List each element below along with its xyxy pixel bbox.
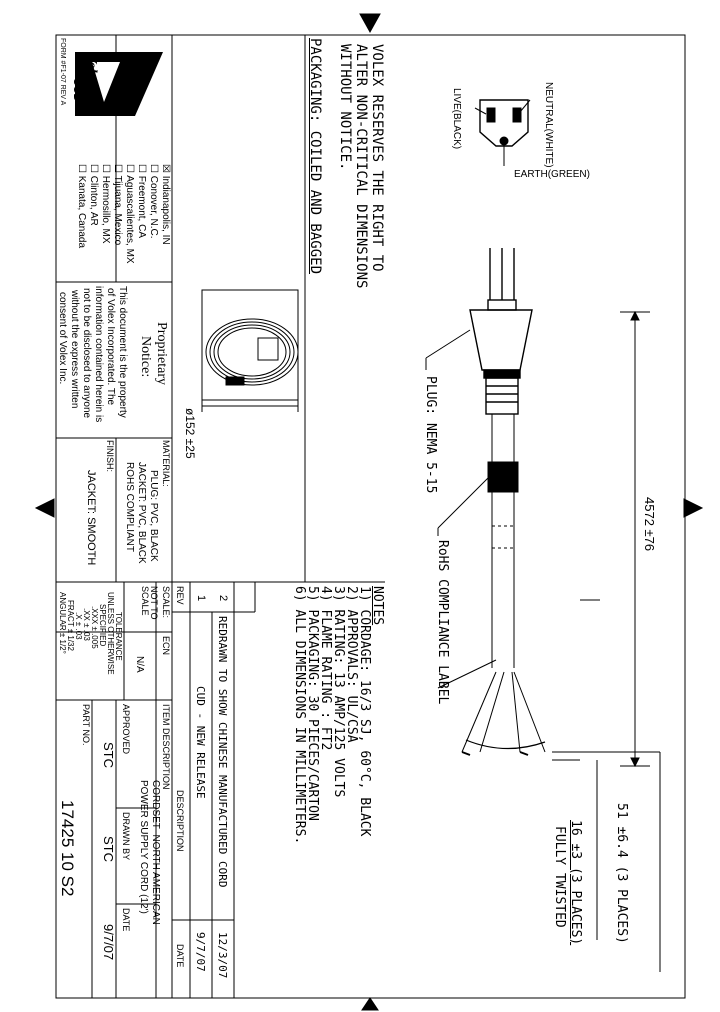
rev-1-description: CUD - NEW RELEASE <box>194 686 207 799</box>
date-value: 9/7/07 <box>101 924 116 961</box>
material-line-3: ROHS COMPLIANT <box>124 462 135 553</box>
finish-label: FINISH: <box>105 440 115 473</box>
approved-value: STC <box>101 742 116 768</box>
proprietary-line-5: without the express written <box>69 290 80 409</box>
tolerance-line-7: FRACT ± 1/32 <box>66 600 75 651</box>
center-mark-right <box>683 498 704 518</box>
center-mark-left <box>34 498 55 518</box>
tolerance-line-8: ANGULAR ± 1/2° <box>58 592 67 654</box>
form-number: FORM #F1-07 REV A <box>59 38 66 106</box>
notice-line-3: WITHOUT NOTICE. <box>337 44 353 171</box>
note-6: 6) ALL DIMENSIONS IN MILLIMETERS. <box>292 586 307 845</box>
location-2: ☐ Conover, N.C. <box>148 164 159 239</box>
note-4: 4) FLAME RATING : FT2 <box>318 586 333 751</box>
date-header: DATE <box>175 944 185 968</box>
overall-length-dim: 4572 ±76 <box>642 497 657 552</box>
rev-header: REV <box>175 586 185 605</box>
item-description-line-1: CORDSET- NORTH AMERICAN <box>150 780 161 925</box>
strip-length-dim: 51 ±6.4 (3 PLACES) <box>614 803 629 944</box>
twist-label: FULLY TWISTED <box>552 826 567 928</box>
power-cord <box>487 414 519 668</box>
rev-1-number: 1 <box>195 595 207 602</box>
conductor-strip-dim: 16 ±3 (3 PLACES) <box>568 820 583 946</box>
ecn-header: ECN <box>161 636 171 656</box>
location-6: ☐ Hermosillo, MX <box>100 164 111 244</box>
rev-1-date: 9/7/07 <box>194 932 207 972</box>
location-8: ☐ Kanata, Canada <box>76 164 87 249</box>
description-header: DESCRIPTION <box>175 790 185 852</box>
scale-label: SCALE: <box>161 586 171 619</box>
center-mark-bottom <box>361 997 379 1011</box>
finish-value: JACKET: SMOOTH <box>85 470 97 566</box>
part-no-value: 17425 10 S2 <box>58 800 77 897</box>
center-mark-top <box>359 13 381 34</box>
material-line-2: JACKET: PVC, BLACK <box>136 462 147 564</box>
sheet-border <box>55 34 686 999</box>
proprietary-line-1: This document is the property <box>117 286 128 418</box>
note-1: 1) CORDAGE: 16/3 SJ, 60°C, BLACK <box>357 586 372 837</box>
note-5: 5) PACKAGING: 30 PIECES/CARTON <box>305 586 320 821</box>
earth-label: EARTH(GREEN) <box>514 169 590 180</box>
tolerance-line-4: .XXX ± .005 <box>90 606 99 649</box>
drawn-by-label: DRAWN BY <box>121 812 131 861</box>
plug-side-view <box>469 248 533 415</box>
approved-label: APPROVED <box>121 704 131 755</box>
fanned-conductors <box>461 671 546 756</box>
packaging-label: PACKAGING: COILED AND BAGGED <box>307 38 323 275</box>
material-line-1: PLUG: PVC, BLACK <box>148 470 159 562</box>
part-no-label: PART NO. <box>81 704 91 746</box>
proprietary-line-3: information contained herein is <box>93 286 104 423</box>
ecn-value: N/A <box>134 656 145 673</box>
brand-name: Volex <box>84 54 99 86</box>
tolerance-line-2: UNLESS OTHERWISE <box>106 592 115 675</box>
live-label: LIVE(BLACK) <box>451 88 462 150</box>
location-5: ☐ Tijuana, Mexico <box>112 164 123 246</box>
item-description-line-2: POWER SUPPLY CORD (12') <box>138 780 149 914</box>
location-1: ☒ Indianapolis, IN <box>160 164 171 245</box>
plug-face <box>479 99 529 147</box>
item-description-label: ITEM DESCRIPTION <box>161 704 171 790</box>
proprietary-line-2: of Volex Incorporated. The <box>105 288 116 406</box>
rohs-label-callout: RoHS COMPLIANCE LABEL <box>435 540 450 705</box>
neutral-label: NEUTRAL(WHITE) <box>543 82 554 168</box>
proprietary-title: Proprietary <box>154 322 169 385</box>
tolerance-line-5: .XX ± .03 <box>82 608 91 641</box>
tolerance-line-6: .X ± .03 <box>74 612 83 640</box>
proprietary-subtitle: Notice: <box>138 336 153 378</box>
location-3: ☐ Freemont, CA <box>136 164 147 238</box>
notes-heading: NOTES <box>370 586 385 626</box>
notice-line-1: VOLEX RESERVES THE RIGHT TO <box>369 44 385 272</box>
notice-line-2: ALTER NON-CRITICAL DIMENSIONS <box>353 44 369 289</box>
division-name: CUD <box>71 78 83 102</box>
rev-2-number: 2 <box>217 595 229 602</box>
rev-2-description: REDRAWN TO SHOW CHINESE MANUFACTURED COR… <box>216 616 229 888</box>
location-4: ☐ Aguascalientes, MX <box>124 164 135 264</box>
note-3: 3) RATING: 13 AMP/125 VOLTS <box>331 586 346 798</box>
rev-2-date: 12/3/07 <box>216 932 229 979</box>
location-7: ☐ Clinton, AR <box>88 164 99 226</box>
coil-diameter-dim: ø152 ±25 <box>183 408 197 459</box>
material-label: MATERIAL: <box>161 440 171 487</box>
scale-value: NOT TO SCALE <box>140 586 159 620</box>
tolerance-line-3: SPECIFIED <box>98 604 107 647</box>
coil-panel <box>201 289 299 401</box>
drawn-by-value: STC <box>101 836 116 862</box>
tolerance-line-1: TOLERANCE <box>114 612 123 661</box>
date-label: DATE <box>121 908 131 932</box>
proprietary-line-6: consent of Volex Inc. <box>57 292 68 385</box>
plug-callout: PLUG: NEMA 5-15 <box>423 376 438 494</box>
proprietary-line-4: not to be disclosed to anyone <box>81 288 92 419</box>
note-2: 2) APPROVALS: UL/CSA <box>344 586 359 743</box>
